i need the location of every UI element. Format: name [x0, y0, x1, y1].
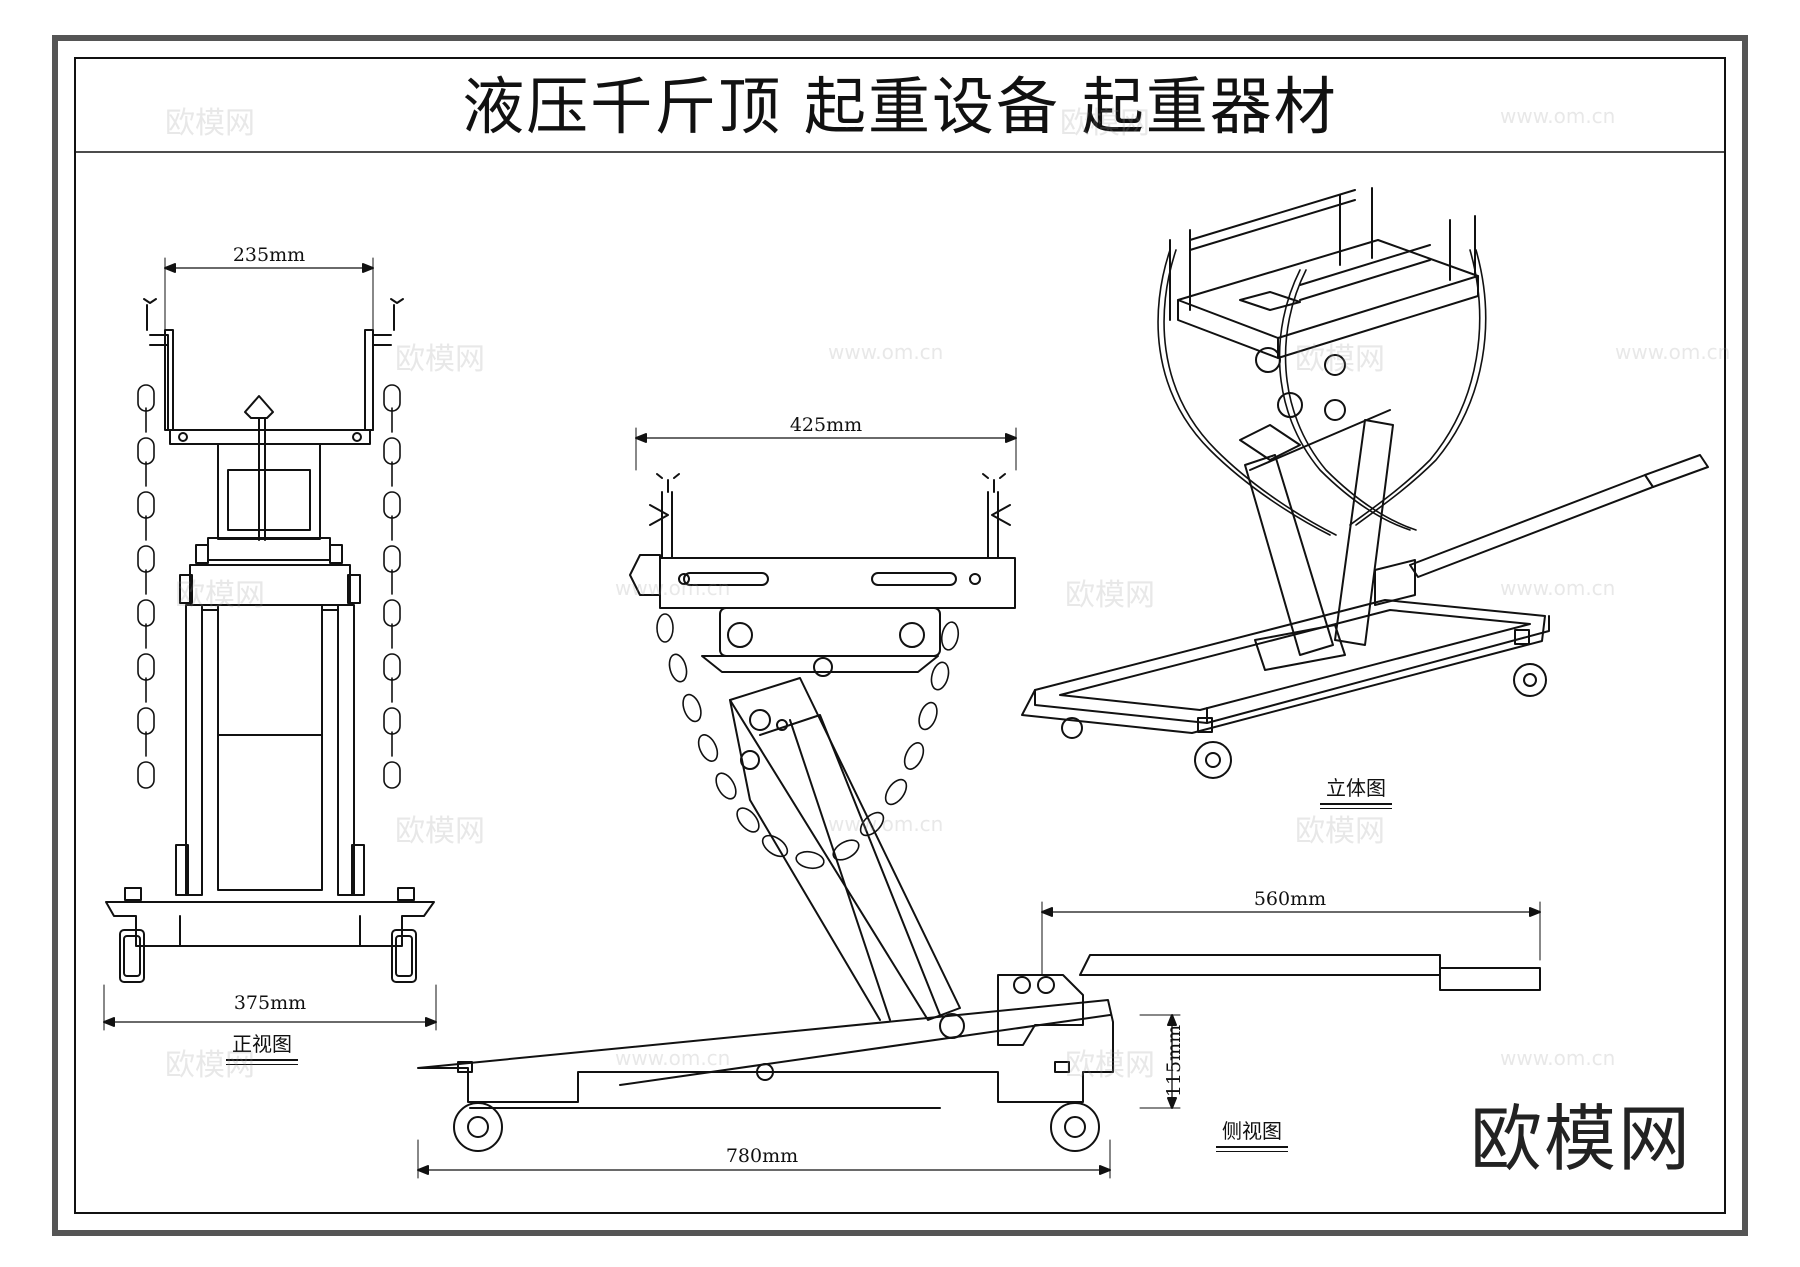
front-view-label: 正视图: [226, 1028, 298, 1065]
watermark: 欧模网: [1060, 106, 1150, 141]
watermark-url: www.om.cn: [828, 340, 944, 364]
outer-frame: [52, 35, 1748, 1236]
watermark: 欧模网: [1295, 814, 1385, 849]
dim-side-length: 780mm: [725, 1145, 799, 1167]
dim-side-top: 425mm: [789, 414, 863, 436]
watermark-url: www.om.cn: [1615, 340, 1731, 364]
inner-frame: [74, 57, 1726, 1214]
front-view-drawing: [103, 257, 437, 1031]
watermark: 欧模网: [395, 342, 485, 377]
dim-front-top: 235mm: [232, 244, 306, 266]
watermark-url: www.om.cn: [615, 1046, 731, 1070]
dim-front-bottom: 375mm: [233, 992, 307, 1014]
page-title: 液压千斤顶 起重设备 起重器材: [462, 70, 1338, 143]
dim-side-height: 115mm: [1163, 1024, 1186, 1098]
dim-side-handle: 560mm: [1253, 888, 1327, 910]
watermark: 欧模网: [165, 1048, 255, 1083]
watermark: 欧模网: [175, 578, 265, 613]
watermark-url: www.om.cn: [1500, 576, 1616, 600]
side-view-label: 侧视图: [1216, 1115, 1288, 1152]
brand-logo-text: 欧模网: [1470, 1097, 1693, 1181]
watermark-url: www.om.cn: [1500, 104, 1616, 128]
watermark: 欧模网: [1295, 342, 1385, 377]
watermark: 欧模网: [1065, 578, 1155, 613]
watermark: 欧模网: [395, 814, 485, 849]
watermark: 欧模网: [1065, 1048, 1155, 1083]
watermark-url: www.om.cn: [828, 812, 944, 836]
watermark: 欧模网: [165, 106, 255, 141]
side-view-drawing: [417, 427, 1541, 1179]
watermark-url: www.om.cn: [615, 576, 731, 600]
iso-view-drawing: [1021, 187, 1709, 779]
watermark-url: www.om.cn: [1500, 1046, 1616, 1070]
iso-view-label: 立体图: [1320, 772, 1392, 809]
